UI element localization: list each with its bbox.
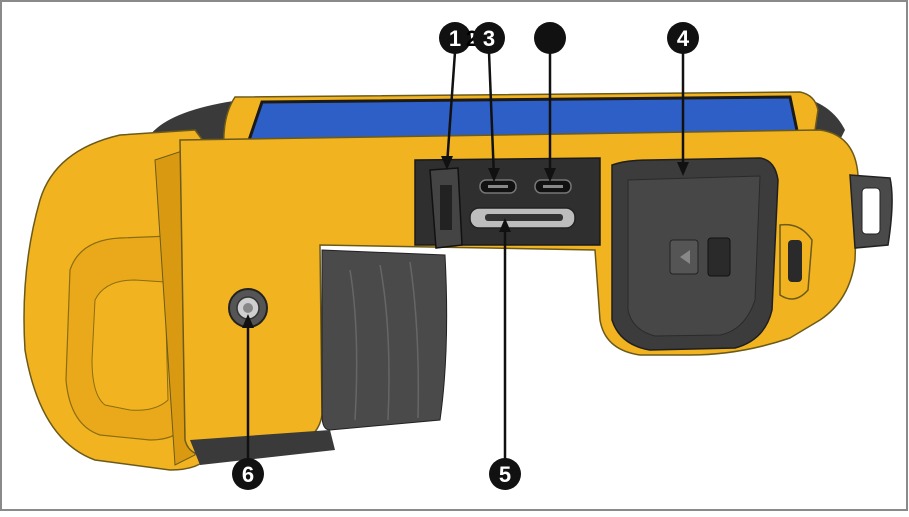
callout-unlabeled [534, 22, 566, 54]
callout-5 [489, 458, 521, 490]
callout-4 [667, 22, 699, 54]
leader-line-3 [487, 51, 496, 179]
leader-arrowheads [242, 156, 689, 328]
tripod-mount-thread [243, 303, 253, 313]
lens-inner-panel [91, 279, 169, 411]
callout-6-label: 6 [242, 462, 254, 487]
bottom-rubber-band [190, 430, 335, 465]
callout-3-label: 3 [483, 26, 495, 51]
callout-1 [439, 22, 471, 54]
callout-6 [232, 458, 264, 490]
arrow-4 [677, 162, 689, 176]
grip-contour-3 [409, 261, 420, 419]
strap-lug-lower-hole [788, 240, 802, 282]
sd-card-opening [485, 214, 563, 221]
arrow-5 [499, 218, 511, 232]
arrow-1 [441, 156, 453, 170]
strap-lug-upper-hole [861, 187, 881, 235]
callout-3 [473, 22, 505, 54]
arrow-6 [242, 314, 254, 328]
battery-latch [707, 237, 731, 277]
arrow-3 [488, 168, 500, 182]
latch-arrow-icon [680, 250, 690, 264]
arrow-unlabeled [544, 168, 556, 182]
handle-grip-rubber [321, 249, 448, 431]
callout-5-label: 5 [499, 462, 511, 487]
leader-line-1 [445, 51, 457, 166]
callout-1-label: 1 [449, 26, 461, 51]
callout-4-label: 4 [677, 26, 690, 51]
port-cover-ribs [440, 185, 452, 230]
usb-c-port-b-contact [543, 185, 563, 188]
usb-c-port-a-contact [488, 185, 508, 188]
grip-contour-2 [379, 264, 390, 421]
leader-lines [246, 51, 685, 462]
grip-contour-1 [349, 269, 358, 421]
